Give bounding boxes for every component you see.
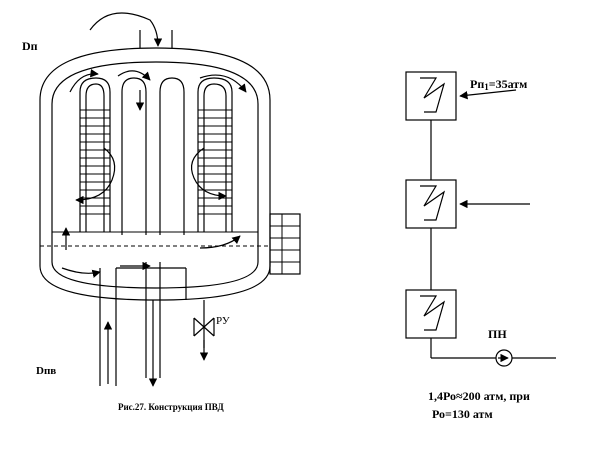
heater-box-middle — [405, 179, 457, 229]
right-baffles — [198, 109, 232, 215]
pvd-heater-drawing — [39, 12, 301, 387]
bottom-water-box — [99, 262, 187, 300]
feedwater-outlet-pipe — [145, 300, 161, 378]
steam-arrow-top — [459, 89, 517, 100]
central-tube-right — [159, 77, 185, 235]
bleed-pressure-subscript: 1 — [484, 82, 489, 92]
label-pressure-line2: Ро=130 атм — [432, 407, 493, 421]
left-tube-coil-inner — [85, 83, 105, 232]
label-pump: ПН — [488, 327, 507, 341]
central-tube-left — [121, 77, 147, 235]
heater-box-bottom — [405, 289, 457, 339]
cascade-schematic — [405, 71, 556, 367]
heater-zigzag-top — [420, 77, 446, 113]
bleed-pressure-symbol: Рп — [470, 77, 484, 91]
left-tube-coil-outer — [79, 77, 111, 232]
feedwater-inlet-pipe — [99, 300, 117, 386]
label-feedwater: Dпв — [36, 365, 56, 377]
inner-shell — [51, 61, 259, 289]
label-pressure-line1: 1,4Ро≈200 атм, при — [428, 389, 530, 403]
bleed-pressure-value: =35атм — [489, 77, 528, 91]
right-tube-coil-inner — [203, 83, 227, 232]
drain-valve — [193, 317, 215, 337]
flow-arrow-top-left — [69, 68, 99, 93]
steam-inlet-nozzle — [139, 30, 173, 48]
flow-arrow-bottom-right — [199, 235, 241, 249]
side-box-grid — [270, 214, 300, 274]
label-drain-valve: РУ — [216, 315, 230, 327]
heater-zigzag-middle — [420, 185, 446, 221]
flow-arrow-left-wave — [75, 147, 116, 205]
heater-box-top — [405, 71, 457, 121]
pump-circle — [495, 349, 513, 367]
flow-arrow-top-right — [199, 74, 247, 93]
steam-inlet-arrow — [89, 12, 163, 47]
flow-arrow-bottom-left — [61, 267, 101, 278]
left-baffles — [80, 109, 110, 215]
label-bleed-pressure: Рп1=35атм — [470, 77, 527, 92]
flow-arrow-right-wave — [191, 147, 227, 201]
heater-zigzag-bottom — [420, 295, 446, 331]
label-steam: Dп — [22, 39, 38, 53]
flow-arrow-top-center — [117, 70, 151, 81]
right-tube-coil-outer — [197, 77, 233, 232]
figure-caption: Рис.27. Конструкция ПВД — [118, 402, 224, 412]
outer-shell — [39, 47, 271, 301]
side-box — [269, 213, 301, 275]
